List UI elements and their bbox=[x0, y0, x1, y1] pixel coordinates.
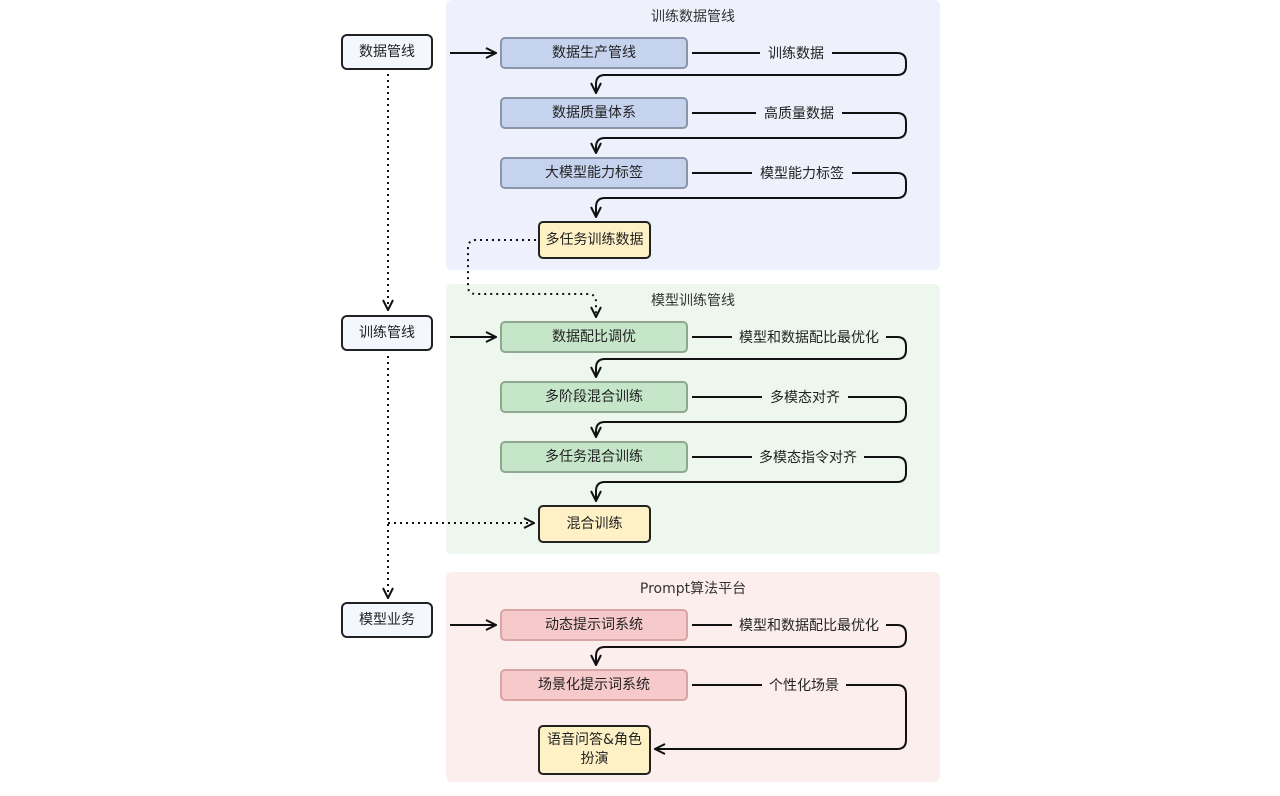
step-data-production: 数据生产管线 bbox=[500, 37, 688, 69]
output-ratio-optimization-prompt: 模型和数据配比最优化 bbox=[739, 618, 879, 634]
panel-title-prompt-platform: Prompt算法平台 bbox=[639, 581, 747, 597]
data-pipeline-box: 数据管线 bbox=[341, 34, 433, 70]
step-capability-tags: 大模型能力标签 bbox=[500, 157, 688, 189]
loop-1-2 bbox=[596, 112, 907, 153]
output-training-data: 训练数据 bbox=[768, 46, 824, 62]
model-business-box: 模型业务 bbox=[341, 602, 433, 638]
output-capability-tags: 模型能力标签 bbox=[760, 166, 844, 182]
result-voice-qa-line2: 扮演 bbox=[580, 751, 609, 767]
loop-2-3 bbox=[596, 456, 907, 501]
result-mixed-training: 混合训练 bbox=[538, 505, 651, 543]
result-voice-qa-roleplay: 语音问答&角色 扮演 bbox=[538, 725, 651, 775]
output-high-quality-data: 高质量数据 bbox=[764, 106, 834, 122]
step-multistage-training: 多阶段混合训练 bbox=[500, 381, 688, 413]
output-multimodal-alignment: 多模态对齐 bbox=[770, 390, 840, 406]
loop-2-2 bbox=[596, 396, 907, 437]
step-dynamic-prompt: 动态提示词系统 bbox=[500, 609, 688, 641]
step-data-ratio-tuning: 数据配比调优 bbox=[500, 321, 688, 353]
step-multitask-training: 多任务混合训练 bbox=[500, 441, 688, 473]
step-data-quality: 数据质量体系 bbox=[500, 97, 688, 129]
step-scenario-prompt: 场景化提示词系统 bbox=[500, 669, 688, 701]
loop-3-1 bbox=[596, 624, 907, 665]
output-personalized-scene: 个性化场景 bbox=[769, 678, 839, 694]
loop-2-1 bbox=[596, 336, 907, 377]
output-multimodal-instruction-alignment: 多模态指令对齐 bbox=[759, 450, 857, 466]
loop-3-2 bbox=[655, 684, 907, 749]
output-ratio-optimization: 模型和数据配比最优化 bbox=[739, 330, 879, 346]
result-voice-qa-line1: 语音问答&角色 bbox=[547, 732, 642, 749]
panel-title-training-data: 训练数据管线 bbox=[651, 9, 735, 25]
loop-1-1 bbox=[596, 52, 907, 93]
loop-1-3 bbox=[596, 172, 907, 217]
panel-title-model-training: 模型训练管线 bbox=[651, 293, 735, 309]
training-pipeline-box: 训练管线 bbox=[341, 315, 433, 351]
result-multitask-data: 多任务训练数据 bbox=[538, 221, 651, 259]
